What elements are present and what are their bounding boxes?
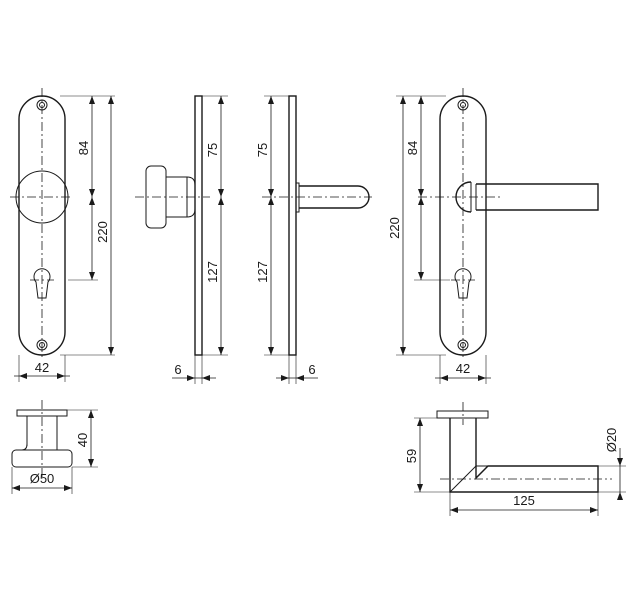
dim-lever-side-lower: 127 (255, 261, 270, 283)
lever-top-handle (449, 418, 599, 493)
dim-knob-side-lower: 127 (205, 261, 220, 283)
dim-knob-side-thickness: 6 (174, 362, 181, 377)
knob-plate-front-view: 84 220 42 (10, 88, 115, 382)
knob-side-view: 75 127 6 (135, 95, 228, 384)
lever-side-view: 75 127 6 (255, 95, 372, 384)
dim-front-upper-spacing: 84 (76, 141, 91, 155)
lever-top-rose (436, 410, 489, 419)
keyhole-icon (33, 268, 51, 299)
keyhole-icon (454, 268, 472, 299)
knob-top-view: 40 Ø50 (11, 400, 98, 494)
lever-plate-front-view: 220 84 42 (387, 88, 599, 384)
lever-side-handle (299, 185, 370, 209)
dim-lever-diameter: Ø20 (604, 428, 619, 453)
dim-knob-diameter: Ø50 (30, 471, 55, 486)
dim-lever-front-total-height: 220 (387, 217, 402, 239)
dim-lever-projection: 59 (404, 449, 419, 463)
knob-top-head (11, 449, 73, 468)
lever-front-handle (476, 183, 599, 211)
screw-icon (457, 339, 469, 351)
knob-head (145, 165, 167, 229)
knob-rosette (15, 170, 69, 224)
knob-neck (166, 176, 196, 218)
lever-front-rose (455, 181, 472, 213)
dim-lever-front-plate-width: 42 (456, 361, 470, 376)
screw-icon (36, 339, 48, 351)
knob-top-rose (16, 409, 68, 417)
lever-side-washer (295, 182, 300, 213)
dim-lever-side-thickness: 6 (308, 362, 315, 377)
dim-lever-side-upper: 75 (255, 143, 270, 157)
dim-knob-side-upper: 75 (205, 143, 220, 157)
knob-side-plate (194, 95, 203, 356)
dim-knob-height: 40 (75, 433, 90, 447)
dim-front-plate-width: 42 (35, 360, 49, 375)
dim-front-total-height: 220 (95, 221, 110, 243)
screw-icon (36, 99, 48, 111)
dim-lever-length: 125 (513, 493, 535, 508)
screw-icon (457, 99, 469, 111)
lever-side-plate (288, 95, 297, 356)
dim-lever-front-upper-spacing: 84 (405, 141, 420, 155)
lever-top-view: 59 125 Ø20 (404, 402, 626, 516)
